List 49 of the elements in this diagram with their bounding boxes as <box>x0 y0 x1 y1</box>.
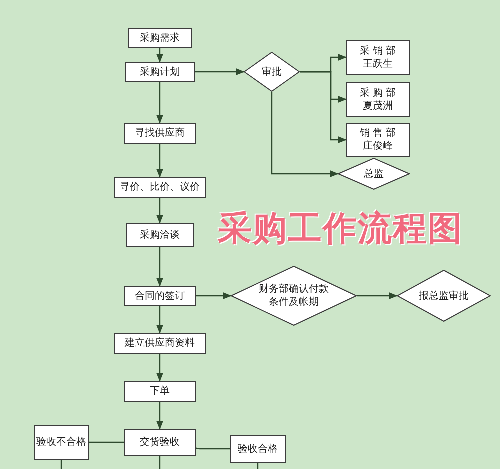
process-box <box>34 425 89 460</box>
node-label: 下单 <box>150 385 170 398</box>
node-label: 交货验收 <box>140 436 180 449</box>
node-label: 王跃生 <box>363 58 393 70</box>
process-box <box>124 123 196 144</box>
connector-arrow <box>156 144 164 178</box>
process-box <box>346 123 410 157</box>
process-box <box>128 28 192 48</box>
process-box <box>124 381 196 402</box>
node-label: 采购需求 <box>140 32 180 44</box>
connector-arrow <box>156 247 164 287</box>
connector-arrow <box>156 82 164 124</box>
process-box <box>346 82 410 117</box>
node-label: 建立供应商资料 <box>125 337 195 350</box>
process-box <box>125 62 195 82</box>
node-label: 验收不合格 <box>36 436 86 449</box>
node-label: 销 售 部 <box>360 127 396 140</box>
node-label: 寻价、比价、议价 <box>120 181 200 194</box>
node-label: 财务部确认付款条件及帐期 <box>258 283 330 309</box>
process-box <box>230 435 286 463</box>
node-label: 庄俊峰 <box>363 140 393 153</box>
diagram-title: 采购工作流程图 <box>218 208 463 251</box>
connector-arrow <box>156 354 164 382</box>
process-box <box>346 40 410 75</box>
connector-arrow <box>196 292 232 300</box>
node-label: 采购计划 <box>140 66 180 78</box>
process-box <box>114 333 206 354</box>
connector-arrow <box>156 48 164 63</box>
process-box <box>124 286 196 306</box>
node-label: 验收合格 <box>238 442 278 456</box>
connector-arrow <box>156 402 164 430</box>
connector-arrow <box>195 68 245 76</box>
node-label: 采 购 部 <box>360 86 396 100</box>
node-label: 采 销 部 <box>360 44 396 58</box>
node-label: 报总监审批 <box>419 290 469 302</box>
connector-arrow <box>156 306 164 334</box>
process-box <box>126 223 194 247</box>
process-box <box>124 429 196 456</box>
connector-arrow <box>156 198 164 224</box>
node-label: 合同的签订 <box>135 290 185 302</box>
process-box <box>114 177 206 198</box>
node-label: 总监 <box>364 168 384 180</box>
connector-arrow <box>357 292 398 300</box>
connector-arrow <box>300 71 347 144</box>
node-label: 寻找供应商 <box>135 127 185 140</box>
node-label: 审批 <box>262 66 282 78</box>
node-label: 夏茂洲 <box>363 100 393 112</box>
node-label: 采购洽谈 <box>140 228 180 242</box>
connector-arrow <box>271 92 339 178</box>
